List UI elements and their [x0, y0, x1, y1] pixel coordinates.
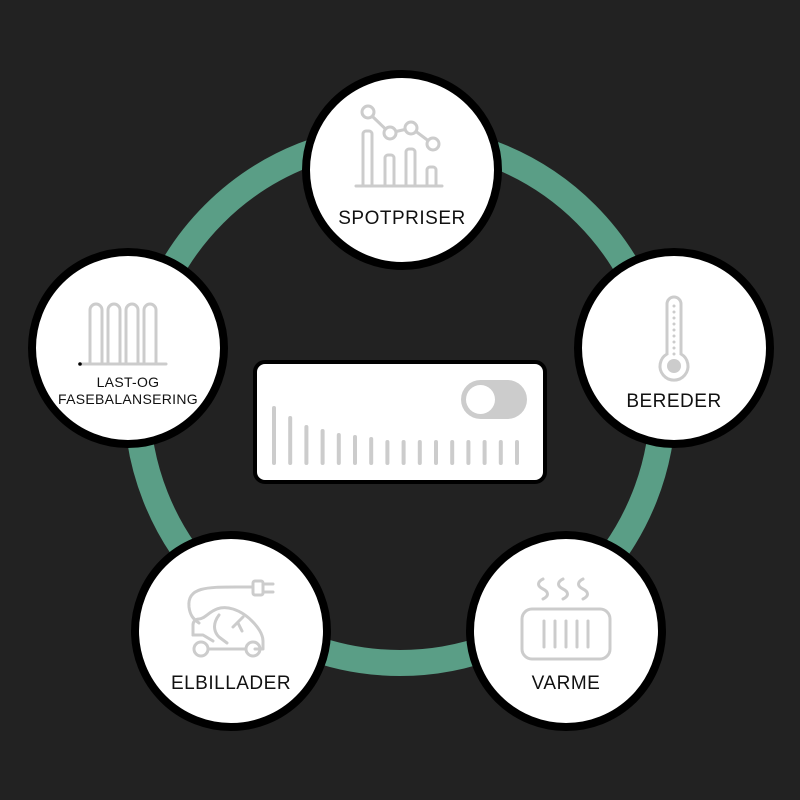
node-label-fasebalansering: FASEBALANSERING [58, 391, 198, 407]
node-label-last-og: LAST-OG [96, 374, 160, 390]
node-label-bereder: BEREDER [626, 391, 722, 412]
radiator-heat-icon [520, 577, 612, 661]
toggle-knob [466, 385, 495, 414]
phase-balance-icon [78, 302, 168, 366]
node-elbillader[interactable]: ELBILLADER [131, 531, 331, 731]
node-label-elbillader: ELBILLADER [170, 673, 292, 694]
node-varme[interactable]: VARME [466, 531, 666, 731]
central-control-card [253, 360, 547, 484]
node-bereder[interactable]: BEREDER [574, 248, 774, 448]
consumption-bars [272, 406, 519, 465]
node-label-spotpriser: SPOTPRISER [338, 208, 466, 229]
thermometer-icon [658, 295, 690, 382]
bar-line-chart-icon [354, 104, 444, 188]
electric-car-plug-icon [187, 579, 275, 658]
node-label-varme: VARME [531, 673, 601, 694]
node-last-og-fasebalansering[interactable]: LAST-OG FASEBALANSERING [28, 248, 228, 448]
power-toggle[interactable] [461, 380, 527, 419]
node-spotpriser[interactable]: SPOTPRISER [302, 70, 502, 270]
